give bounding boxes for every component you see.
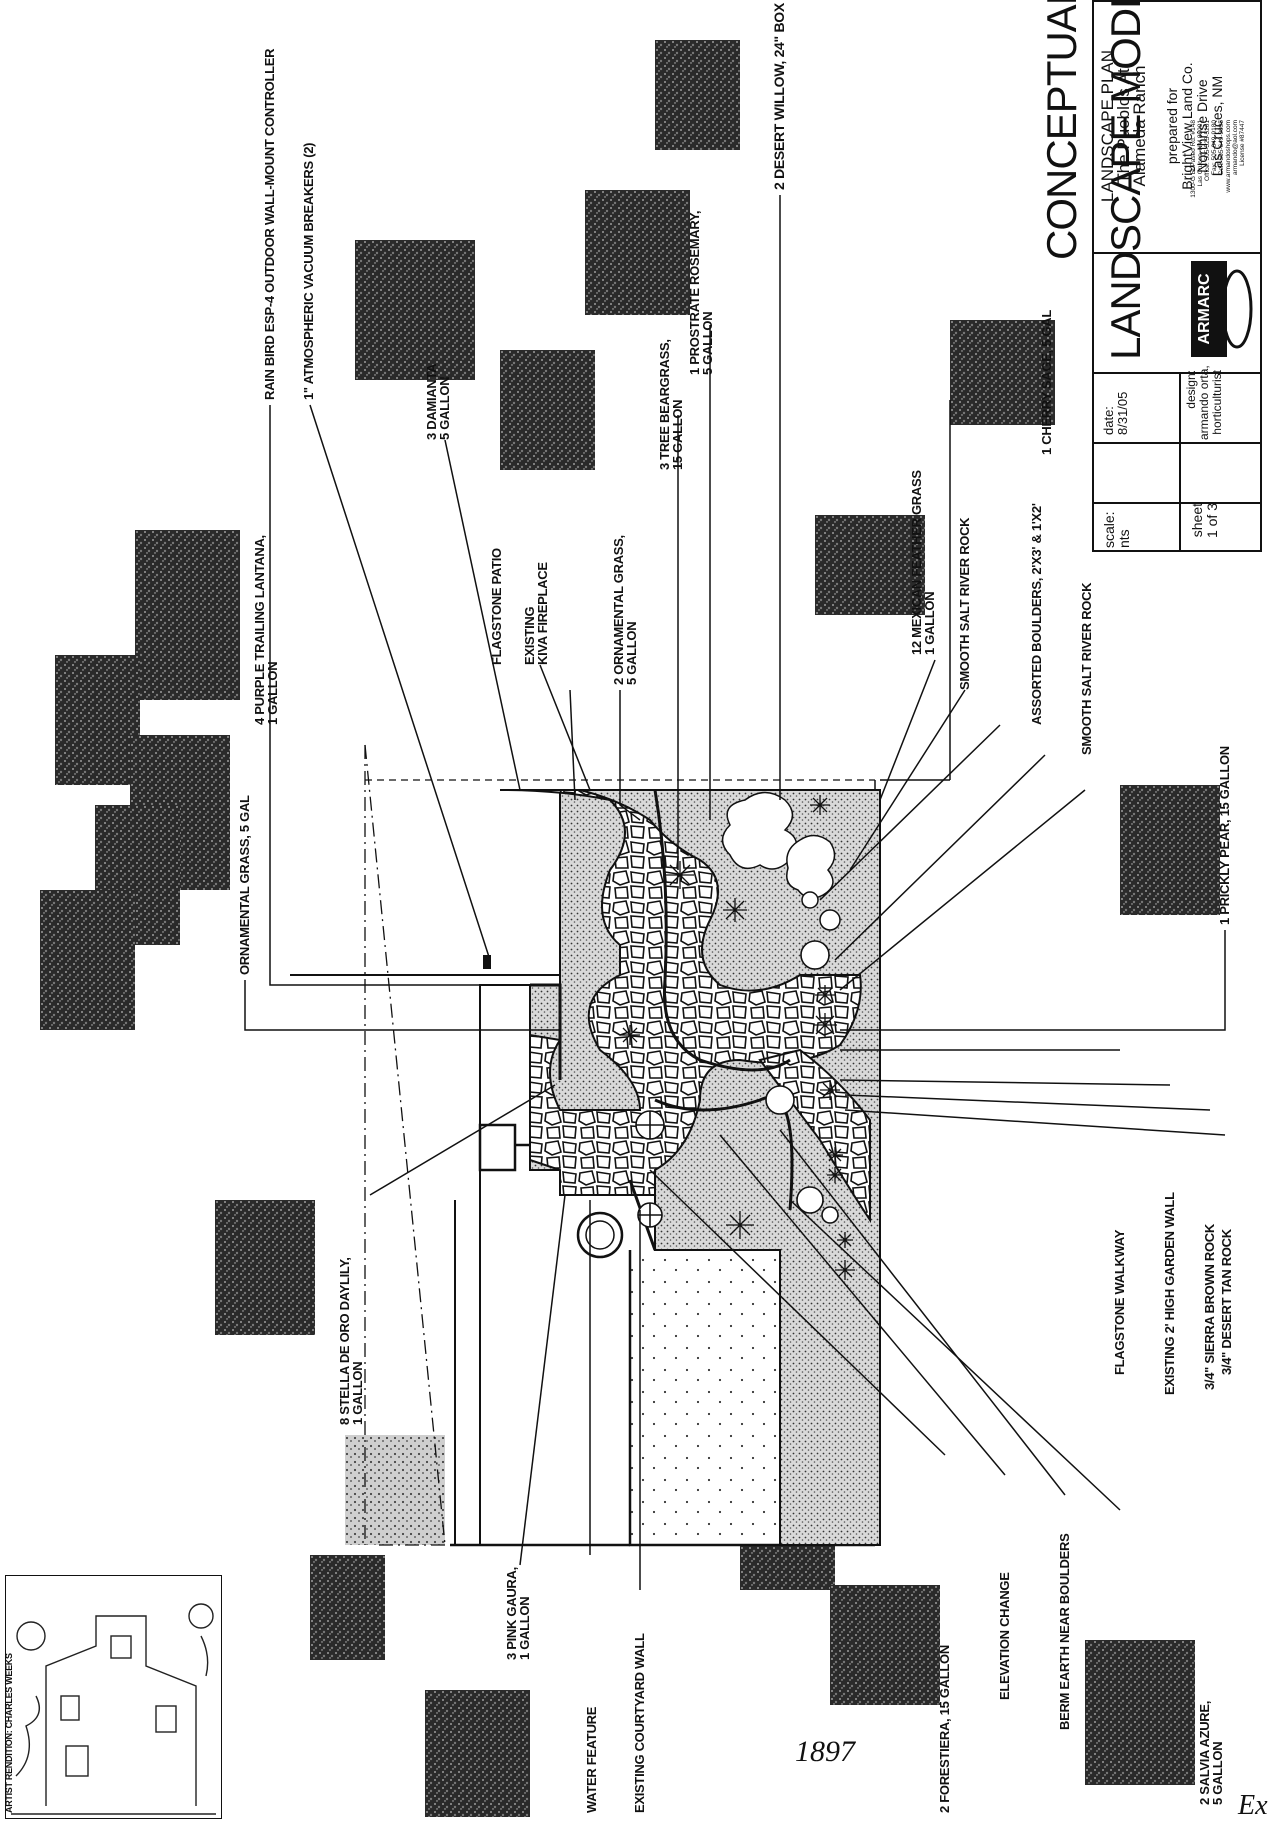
label-ornamental-grass-line-2: 5 Gallon: [624, 621, 639, 685]
handwritten-number: 1897: [795, 1735, 855, 1768]
photo-forestiera-b: [830, 1585, 940, 1705]
label-existing-garden-wall: Existing 2' High Garden Wall: [1162, 1192, 1177, 1395]
label-pink-gaura: 3 Pink Gaura, 1 Gallon: [504, 1567, 532, 1660]
label-gaura-line-2: 1 Gallon: [517, 1596, 532, 1660]
label-vacuum-breakers: 1" Atmospheric Vacuum Breakers (2): [301, 142, 316, 400]
label-forestiera: 2 Forestiera, 15 Gallon: [937, 1645, 952, 1813]
photo-beargrass: [500, 350, 595, 470]
label-tree-beargrass: 3 Tree Beargrass, 15 Gallon: [657, 339, 685, 470]
firm-logo: ARMARC: [1185, 255, 1257, 363]
label-mexican-feather-grass: 12 Mexican Feather Grass 1 Gallon: [909, 470, 937, 655]
label-salvia-azure: 2 Salvia Azure, 5 Gallon: [1197, 1701, 1225, 1805]
photo-ornamental-grass-d: [40, 890, 135, 1030]
label-desert-tan-rock: 3/4" Desert Tan Rock: [1219, 1229, 1234, 1375]
label-smooth-salt-river-rock-1: Smooth Salt River Rock: [957, 517, 972, 690]
label-flagstone-patio: Flagstone Patio: [489, 548, 504, 665]
label-sierra-brown-rock: 3/4" Sierra Brown Rock: [1202, 1224, 1217, 1390]
label-desert-willow: 2 Desert Willow, 24" Box: [771, 3, 787, 190]
photo-cherry-sage: [950, 320, 1055, 425]
label-existing-courtyard-wall: Existing Courtyard Wall: [632, 1633, 647, 1813]
logo-text: ARMARC: [1196, 273, 1213, 345]
label-elevation-change: Elevation Change: [997, 1572, 1012, 1700]
label-water-feature: Water Feature: [584, 1706, 599, 1813]
label-feather-grass-line-2: 1 Gallon: [922, 591, 937, 655]
label-damianta-line-2: 5 Gallon: [437, 376, 452, 440]
photo-water-feature: [425, 1690, 530, 1817]
label-smooth-salt-river-rock-2: Smooth Salt River Rock: [1079, 582, 1094, 755]
label-daylily-line-2: 1 Gallon: [350, 1361, 365, 1425]
label-beargrass-line-2: 15 Gallon: [670, 399, 685, 470]
photo-gaura-a: [345, 1435, 445, 1545]
photo-rosemary: [585, 190, 690, 315]
handwritten-exhibit: Ex: [1238, 1790, 1268, 1821]
photo-damianta: [355, 240, 475, 380]
label-rosemary-line-2: 5 Gallon: [700, 311, 715, 375]
photo-feather-grass: [815, 515, 925, 615]
label-lantana-line-2: 1 Gallon: [265, 661, 280, 725]
label-salvia-line-2: 5 Gallon: [1210, 1741, 1225, 1805]
artist-rendition-sketch: [5, 1575, 222, 1819]
label-prostrate-rosemary: 1 Prostrate Rosemary, 5 Gallon: [687, 211, 715, 375]
label-purple-trailing-lantana: 4 Purple Trailing Lantana, 1 Gallon: [252, 535, 280, 725]
label-prickly-pear: 1 Prickly Pear, 15 Gallon: [1217, 746, 1232, 925]
label-damianta: 3 Damianta 5 Gallon: [424, 364, 452, 440]
photo-lantana: [135, 530, 240, 700]
label-ornamental-grass-5-gal: Ornamental Grass, 5 Gal: [237, 795, 252, 975]
photo-desert-willow: [655, 40, 740, 150]
label-kiva-fireplace: Existing Kiva Fireplace: [522, 562, 550, 665]
photo-ornamental-grass-a: [55, 655, 140, 785]
label-assorted-boulders: Assorted Boulders, 2'x3' & 1'x2': [1029, 503, 1044, 725]
photo-salvia: [1085, 1640, 1195, 1785]
label-berm-earth: Berm Earth Near Boulders: [1057, 1533, 1072, 1730]
label-ornamental-grass-2: 2 Ornamental Grass, 5 Gallon: [611, 535, 639, 685]
label-kiva-line-2: Kiva Fireplace: [535, 562, 550, 665]
photo-gaura-b: [310, 1555, 385, 1660]
photo-prickly-pear: [1120, 785, 1220, 915]
label-cherry-sage: 1 Cherry Sage, 5 Gal: [1039, 310, 1054, 455]
label-stella-de-oro-daylily: 8 Stella de Oro Daylily, 1 Gallon: [337, 1257, 365, 1425]
title-block: [1092, 0, 1262, 552]
label-flagstone-walkway: Flagstone Walkway: [1112, 1229, 1127, 1375]
photo-daylily: [215, 1200, 315, 1335]
label-rainbird-controller: Rain Bird ESP-4 Outdoor Wall-mount Contr…: [262, 48, 277, 400]
